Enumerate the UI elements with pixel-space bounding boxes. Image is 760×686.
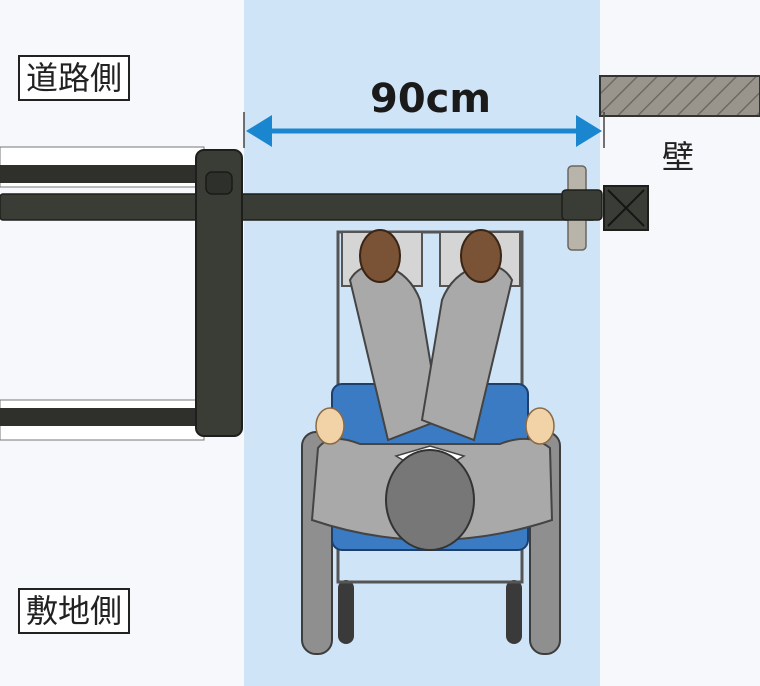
- gate-bar: [0, 193, 597, 221]
- gate-latch: [561, 165, 649, 251]
- width-dimension-label: 90cm: [370, 76, 492, 122]
- gate-rails: [0, 146, 205, 441]
- wall-block: [599, 75, 760, 117]
- person-seated: [310, 229, 555, 551]
- gate-post: [195, 149, 243, 437]
- road-side-label: 道路側: [18, 55, 131, 101]
- width-arrow: [246, 115, 602, 147]
- site-side-label: 敷地側: [18, 588, 131, 634]
- wall-label: 壁: [662, 138, 695, 176]
